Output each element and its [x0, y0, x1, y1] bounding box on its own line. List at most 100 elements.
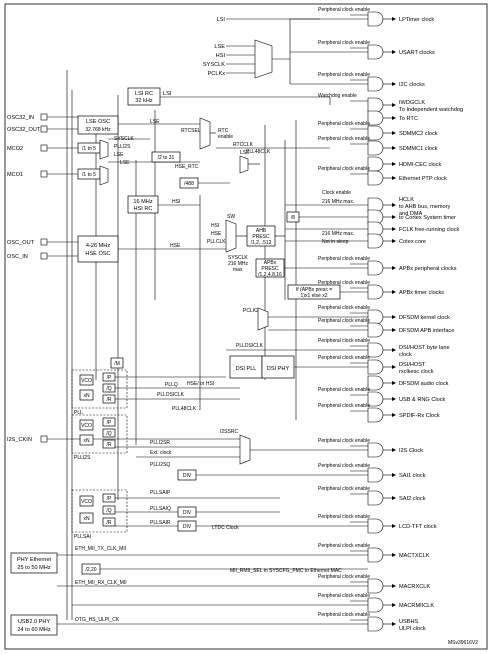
lsi-rc-freq: 32 kHz	[135, 98, 153, 104]
output-label-dsihost-rx-1: DSI/HOST	[399, 362, 426, 368]
enable-label-sdmmc2: Peripheral clock enable	[318, 121, 370, 127]
output-label-sdmmc1: SDMMC1 clock	[399, 146, 438, 152]
hse-signal: HSE	[170, 243, 181, 249]
output-label-mactxclk: MACTXCLK	[399, 553, 430, 559]
source-hsi: HSI	[216, 53, 226, 59]
svg-text:/R: /R	[107, 397, 112, 403]
enable-label-spdif: Peripheral clock enable	[318, 403, 370, 409]
and-gate-apbx-periph	[367, 260, 384, 276]
and-gate-sdmmc2	[367, 125, 384, 141]
pin-mco1: MCO1	[7, 172, 23, 178]
output-label-spdif: SPDIF-Rx Clock	[399, 413, 440, 419]
and-gate-ethptp	[367, 170, 384, 186]
plli2s-block	[71, 414, 128, 454]
svg-text:/8: /8	[291, 215, 295, 221]
svg-text:max: max	[233, 267, 243, 273]
svg-text:PRESC: PRESC	[252, 234, 270, 240]
svg-text:xN: xN	[83, 438, 90, 444]
output-row-dsihost-rx-1: Peripheral clock enableDSI/HOSTrxclkesc …	[318, 355, 434, 375]
top-sources: LSI LSE HSI SYSCLK PCLKx	[203, 17, 368, 85]
plli2s-label: PLLI2S	[74, 455, 91, 461]
svg-text:/1,2,..512: /1,2,..512	[251, 240, 272, 246]
mco2-src-lse: LSE	[114, 152, 124, 158]
output-label-lptimer: LPTimer clock	[399, 17, 434, 23]
svg-text:DIV: DIV	[183, 524, 192, 530]
svg-text:/M: /M	[114, 361, 120, 367]
and-gate-hdmi-cec	[367, 156, 384, 172]
clock-enable-label: Clock enable	[322, 190, 351, 196]
phy-ethernet-block	[10, 552, 58, 574]
svg-text:/P: /P	[107, 375, 112, 381]
sw-hse: HSE	[211, 231, 222, 237]
output-label-cortex-timer: to Cortex System timer	[399, 215, 456, 221]
output-label-apbx-timer: APBx timer clocks	[399, 290, 444, 296]
source-pclkx: PCLKx	[208, 71, 226, 77]
enable-label-sdmmc1: Peripheral clock enable	[318, 136, 370, 142]
mii-rmii-label: MII_RMII_SEL in SYSCFG_PMC to Ethernet M…	[230, 568, 342, 574]
output-label-ethptp: Ethernet PTP clock	[399, 176, 447, 182]
enable-label-usb-rng: Peripheral clock enable	[318, 387, 370, 393]
enable-label-dsihost-rxclk: Peripheral clock enable	[318, 355, 370, 361]
svg-text:/Q: /Q	[106, 386, 111, 392]
hsi-rc-block	[127, 195, 159, 214]
and-gate-dfsdm-apb	[367, 322, 384, 338]
output-row-to-rtc: To RTC	[367, 110, 418, 126]
enable-label-dfsdm-kernel: Peripheral clock enable	[318, 305, 370, 311]
rtc-lse: LSE	[150, 119, 160, 125]
output-label-macrxclk: MACRXCLK	[399, 584, 430, 590]
div-m-block	[110, 357, 124, 369]
output-label-usbhs-1: USBHS	[399, 619, 419, 625]
sysclk-max-1: SYSCLK	[228, 255, 248, 261]
enable-label-i2c: Peripheral clock enable	[318, 72, 370, 78]
svg-text:/Q: /Q	[106, 431, 111, 437]
svg-text:/Q: /Q	[106, 508, 111, 514]
enable-label-macrx: Peripheral clock enable	[318, 574, 370, 580]
lsi-output-label: LSI	[163, 91, 172, 97]
lse-osc-freq: 32.768 kHz	[85, 127, 111, 133]
enable-label-i2s: Peripheral clock enable	[318, 438, 370, 444]
output-label-ahb-bus-2: and DMA	[399, 211, 423, 217]
plli2sq-label: PLLI2SQ	[150, 462, 170, 468]
pll-block	[71, 369, 128, 409]
svg-text:APBx: APBx	[264, 260, 277, 266]
i2s-mux	[239, 434, 251, 465]
pll-label: PLL	[74, 410, 83, 416]
apb-max-label: 216 MHz max.	[322, 231, 354, 237]
svg-text:/R: /R	[107, 442, 112, 448]
hse-or-hsi-label: HSE/ or HSI	[187, 381, 214, 387]
enable-label-apbx: Peripheral clock enable	[318, 256, 370, 262]
enable-label-lcd: Peripheral clock enable	[318, 514, 370, 520]
output-label-to-rtc: To RTC	[399, 116, 418, 122]
enable-label-mactx: Peripheral clock enable	[318, 543, 370, 549]
left-pins: OSC32_IN OSC32_OUT MCO2 MCO1 OSC_OUT OSC…	[7, 113, 240, 443]
svg-text:PRESC: PRESC	[261, 266, 279, 272]
svg-text:DSI PHY: DSI PHY	[267, 366, 290, 372]
output-label-fclk: FCLK free-running clock	[399, 227, 460, 233]
hse-rtc-label: HSE_RTC	[175, 164, 199, 170]
i2ssrc-label: I2SSRC	[220, 429, 238, 435]
and-gate-cortex-core	[367, 233, 384, 249]
plli2sr-label: PLLI2SR	[150, 440, 170, 446]
hsi-rc-label: HSI RC	[134, 206, 153, 212]
svg-text:VCO: VCO	[81, 423, 92, 429]
output-label-macrmiiclk: MACRMIICLK	[399, 603, 434, 609]
pllsai-block	[71, 489, 128, 533]
svg-text:25 to 50 MHz: 25 to 50 MHz	[17, 565, 50, 571]
output-label-dfsdm-apb: DFSDM APB interface	[399, 328, 454, 334]
ltdc-clock-label: LTDC Clock	[212, 525, 239, 531]
eth-tx-label: ETH_MII_TX_CLK_MII	[75, 546, 126, 552]
lsi-rc-label: LSI RC	[135, 91, 153, 97]
and-gate-macrxclk	[367, 578, 384, 594]
